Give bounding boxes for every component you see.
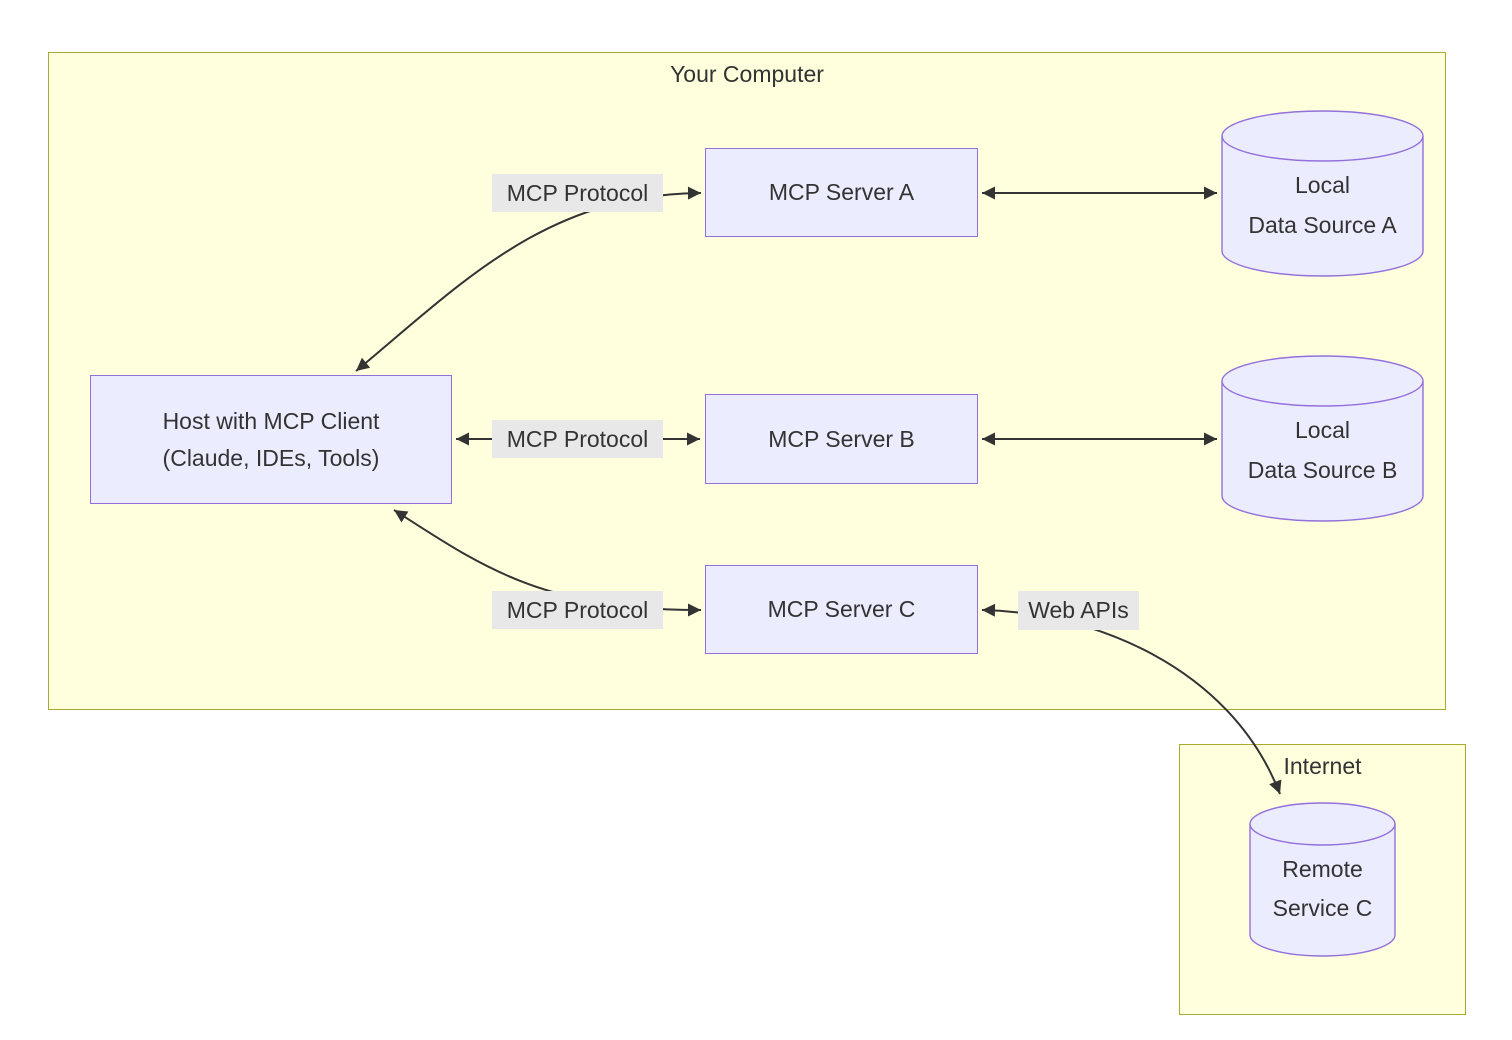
edge-host-server-a: [355, 186, 702, 372]
node-mcp-server-c: MCP Server C: [705, 565, 978, 654]
node-mcp-server-b-label: MCP Server B: [768, 425, 915, 452]
data-source-b-label-line1: Local: [1295, 416, 1350, 443]
edge-label-mcp-protocol-a: MCP Protocol: [492, 174, 663, 212]
node-mcp-server-a: MCP Server A: [705, 148, 978, 237]
cluster-title-internet: Internet: [1283, 753, 1362, 779]
edge-label-web-apis: Web APIs: [1018, 591, 1139, 630]
database-cylinder-icon: [1249, 802, 1396, 957]
node-host-label-line1: Host with MCP Client: [162, 407, 380, 434]
node-mcp-server-c-label: MCP Server C: [767, 596, 916, 622]
cylinder-remote-service-c: Remote Service C: [1249, 802, 1396, 957]
edge-server-c-remote-c: [981, 603, 1282, 795]
data-source-a-label-line2: Data Source A: [1248, 211, 1397, 238]
data-source-b-label-line2: Data Source B: [1247, 456, 1398, 483]
edge-label-mcp-protocol-c: MCP Protocol: [492, 591, 663, 629]
node-host-with-mcp-client: Host with MCP Client (Claude, IDEs, Tool…: [90, 375, 452, 504]
node-host-label-line2: (Claude, IDEs, Tools): [162, 444, 380, 471]
remote-service-c-label-line2: Service C: [1272, 894, 1373, 921]
cylinder-local-data-source-b: Local Data Source B: [1221, 355, 1424, 522]
node-mcp-server-a-label: MCP Server A: [768, 179, 915, 205]
node-mcp-server-b: MCP Server B: [705, 394, 978, 484]
cylinder-local-data-source-a: Local Data Source A: [1221, 110, 1424, 277]
database-cylinder-icon: [1221, 110, 1424, 277]
edge-label-mcp-protocol-b: MCP Protocol: [492, 420, 663, 458]
data-source-a-label-line1: Local: [1295, 171, 1350, 198]
cluster-title-your-computer: Your Computer: [670, 61, 824, 87]
remote-service-c-label-line1: Remote: [1282, 855, 1363, 882]
database-cylinder-icon: [1221, 355, 1424, 522]
